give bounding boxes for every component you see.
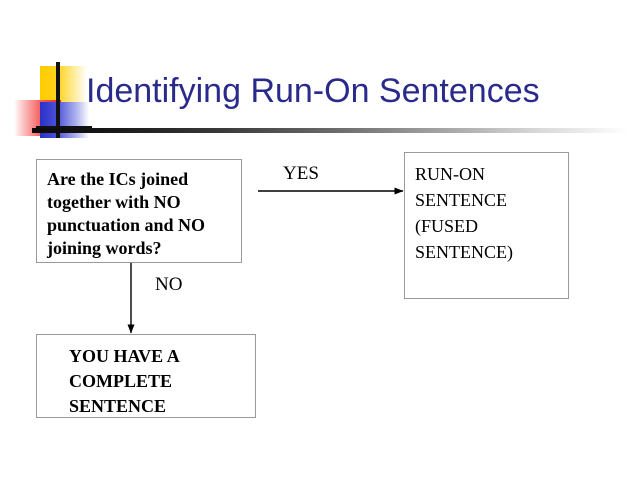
edge-label-yes: YES xyxy=(283,163,319,184)
flowchart-node-runon: RUN-ON SENTENCE (FUSED SENTENCE) xyxy=(404,152,569,299)
title-underline-divider xyxy=(32,128,628,133)
yellow-square-icon xyxy=(40,66,87,104)
flowchart-node-question: Are the ICs joined together with NO punc… xyxy=(36,159,242,263)
decorative-color-blocks-logo xyxy=(14,62,92,138)
slide-title: Identifying Run-On Sentences xyxy=(86,72,540,110)
edge-label-no: NO xyxy=(155,274,183,295)
vertical-bar-icon xyxy=(56,62,60,138)
flowchart-node-complete: YOU HAVE A COMPLETE SENTENCE xyxy=(36,334,256,418)
